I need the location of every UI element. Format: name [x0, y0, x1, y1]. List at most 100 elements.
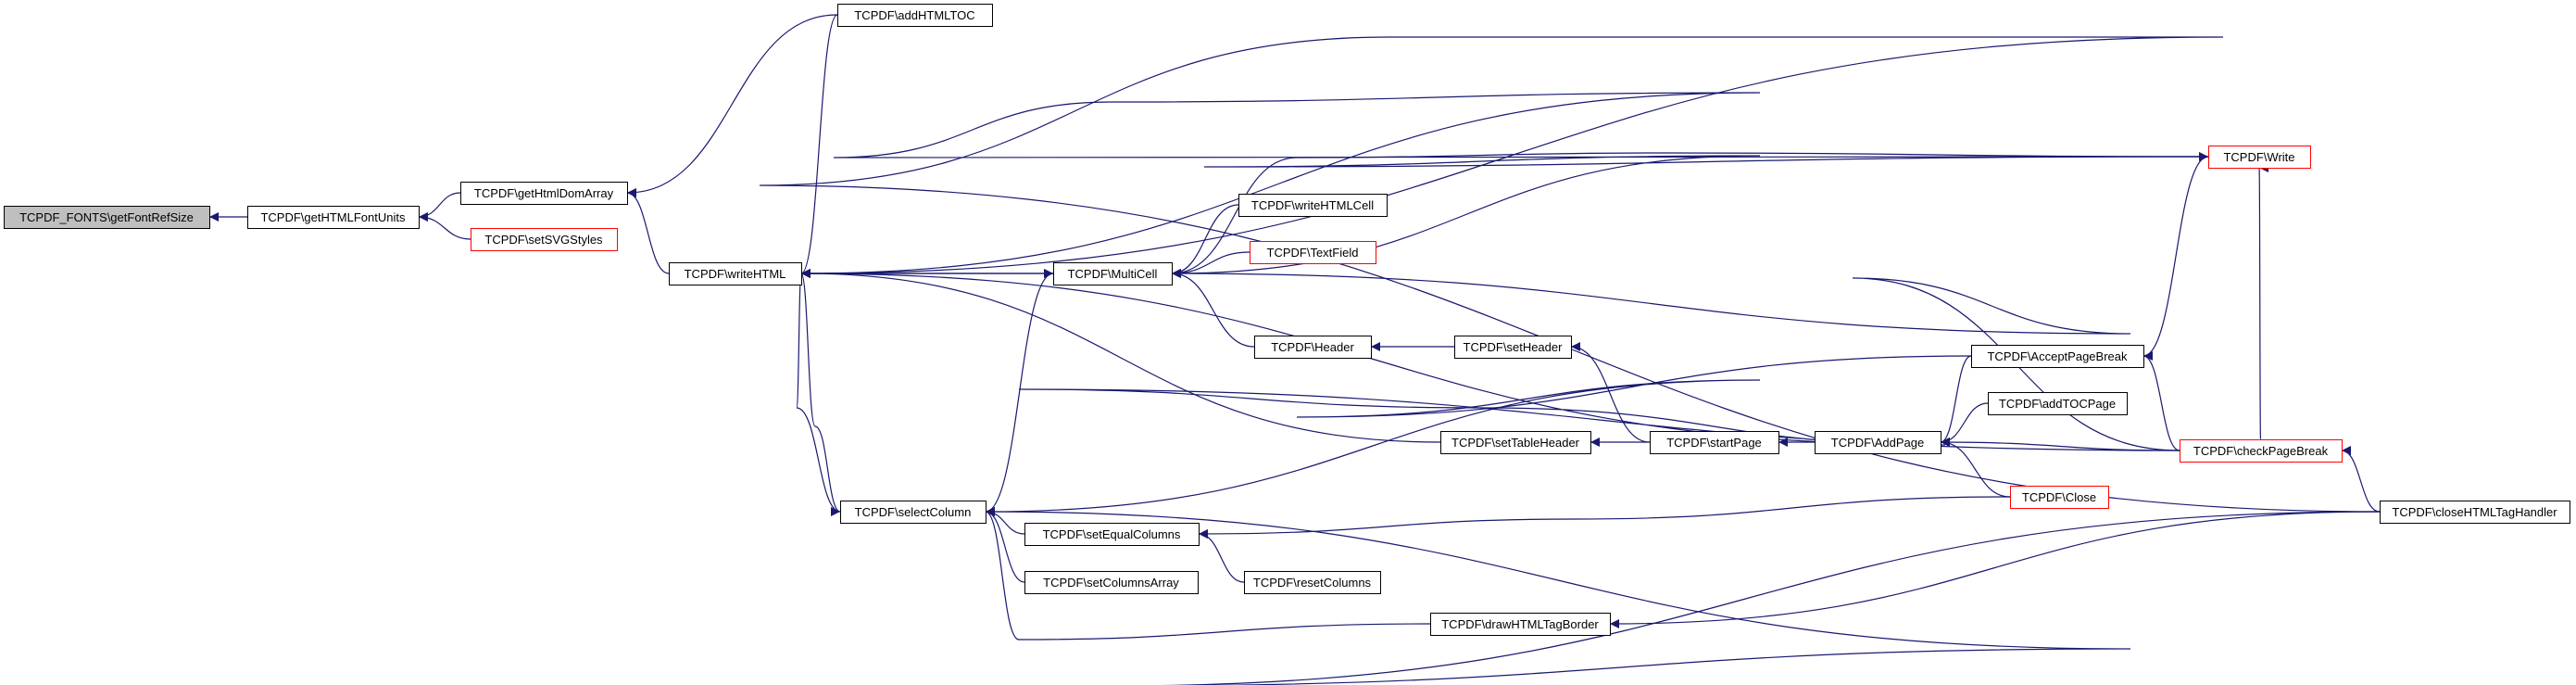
node-label: TCPDF\setTableHeader: [1451, 436, 1580, 450]
graph-node-add-page[interactable]: TCPDF\AddPage: [1815, 431, 1941, 454]
graph-node-header[interactable]: TCPDF\Header: [1254, 336, 1372, 359]
graph-node-select-column[interactable]: TCPDF\selectColumn: [840, 501, 986, 524]
call-edge: [2142, 351, 2180, 451]
call-edge: [985, 507, 2381, 685]
graph-node-text-field[interactable]: TCPDF\TextField: [1250, 241, 1376, 264]
call-edge: [418, 212, 471, 240]
call-edge: [418, 192, 461, 222]
node-label: TCPDF\addHTMLTOC: [854, 8, 974, 22]
edge-layer: [209, 14, 2381, 685]
graph-node-accept-page-break[interactable]: TCPDF\AcceptPageBreak: [1971, 345, 2144, 368]
node-box: [471, 228, 618, 251]
graph-node-draw-htmltag-border[interactable]: TCPDF\drawHTMLTagBorder: [1430, 613, 1611, 636]
graph-node-set-svgstyles[interactable]: TCPDF\setSVGStyles: [471, 228, 618, 251]
call-edge: [985, 355, 1972, 516]
node-box: [1440, 431, 1591, 454]
node-label: TCPDF\resetColumns: [1253, 576, 1372, 590]
call-edge: [800, 269, 1441, 443]
graph-node-check-page-break[interactable]: TCPDF\checkPageBreak: [2180, 439, 2343, 463]
graph-node-set-header[interactable]: TCPDF\setHeader: [1454, 336, 1572, 359]
node-label: TCPDF\Write: [2223, 150, 2294, 164]
call-edge: [2341, 446, 2381, 513]
call-edge: [2142, 152, 2209, 357]
call-edge: [800, 269, 841, 513]
call-edge: [1940, 438, 2011, 498]
node-box: [1971, 345, 2144, 368]
call-edge: [2258, 166, 2270, 440]
call-edge: [1940, 402, 1989, 447]
call-edge: [626, 14, 838, 197]
node-box: [1024, 571, 1199, 594]
call-edge: [800, 92, 2209, 278]
node-label: TCPDF\Header: [1271, 340, 1354, 354]
graph-node-close[interactable]: TCPDF\Close: [2010, 486, 2109, 509]
node-label: TCPDF\writeHTML: [685, 267, 786, 281]
node-box: [4, 206, 210, 229]
node-layer: TCPDF_FONTS\getFontRefSize TCPDF\getHTMLF…: [4, 4, 2570, 636]
graph-node-reset-columns[interactable]: TCPDF\resetColumns: [1244, 571, 1381, 594]
node-box: [2010, 486, 2109, 509]
node-label: TCPDF\getHtmlDomArray: [474, 186, 614, 200]
node-box: [1254, 336, 1372, 359]
call-edge: [1609, 511, 2381, 628]
call-edge: [985, 269, 1054, 513]
node-label: TCPDF\setHeader: [1464, 340, 1564, 354]
node-box: [669, 262, 802, 285]
node-box: [1430, 613, 1611, 636]
graph-node-add-tocpage[interactable]: TCPDF\addTOCPage: [1988, 392, 2128, 415]
call-edge: [1171, 155, 2209, 278]
call-edge: [759, 36, 2381, 513]
node-box: [2180, 439, 2343, 463]
graph-node-multi-cell[interactable]: TCPDF\MultiCell: [1053, 262, 1173, 285]
node-label: TCPDF\TextField: [1267, 246, 1359, 260]
graph-node-add-htmltoc[interactable]: TCPDF\addHTMLTOC: [837, 4, 993, 27]
node-label: TCPDF\AcceptPageBreak: [1987, 349, 2128, 363]
node-label: TCPDF\checkPageBreak: [2193, 444, 2329, 458]
call-edge: [1171, 204, 1239, 278]
graph-node-write[interactable]: TCPDF\Write: [2208, 146, 2311, 169]
node-label: TCPDF\setEqualColumns: [1043, 527, 1181, 541]
graph-node-set-equal-columns[interactable]: TCPDF\setEqualColumns: [1024, 523, 1200, 546]
node-label: TCPDF\getHTMLFontUnits: [260, 210, 406, 224]
graph-node-set-table-header[interactable]: TCPDF\setTableHeader: [1440, 431, 1591, 454]
call-edge: [800, 269, 2180, 451]
node-box: [1250, 241, 1376, 264]
call-edge: [1940, 438, 2180, 451]
graph-node-write-htmlcell[interactable]: TCPDF\writeHTMLCell: [1238, 194, 1388, 217]
node-box: [1454, 336, 1572, 359]
node-label: TCPDF\addTOCPage: [1999, 397, 2116, 411]
node-box: [460, 182, 628, 205]
call-edge: [1570, 342, 1651, 443]
node-box: [1238, 194, 1388, 217]
node-label: TCPDF\MultiCell: [1068, 267, 1158, 281]
node-label: TCPDF_FONTS\getFontRefSize: [19, 210, 194, 224]
call-edge: [800, 14, 838, 278]
graph-node-close-htmltag-handler[interactable]: TCPDF\closeHTMLTagHandler: [2380, 501, 2570, 524]
node-label: TCPDF\Close: [2022, 490, 2096, 504]
node-label: TCPDF\setSVGStyles: [484, 233, 603, 247]
node-box: [247, 206, 420, 229]
node-box: [840, 501, 986, 524]
call-edge: [1198, 529, 1245, 583]
graph-node-get-font-ref-size: TCPDF_FONTS\getFontRefSize: [4, 206, 210, 229]
node-label: TCPDF\writeHTMLCell: [1251, 198, 1374, 212]
graph-node-start-page[interactable]: TCPDF\startPage: [1650, 431, 1779, 454]
node-label: TCPDF\AddPage: [1831, 436, 1924, 450]
call-edge: [1171, 269, 1255, 348]
call-edge: [1198, 496, 2011, 539]
node-box: [1053, 262, 1173, 285]
graph-node-write-html[interactable]: TCPDF\writeHTML: [669, 262, 802, 285]
call-edge: [796, 273, 841, 516]
call-edge: [985, 507, 1025, 535]
call-edge: [1940, 355, 1972, 447]
node-box: [1244, 571, 1381, 594]
graph-node-get-html-dom-array[interactable]: TCPDF\getHtmlDomArray: [460, 182, 628, 205]
node-box: [2208, 146, 2311, 169]
call-edge: [626, 188, 670, 274]
graph-node-get-htmlfont-units[interactable]: TCPDF\getHTMLFontUnits: [247, 206, 420, 229]
graph-node-set-columns-array[interactable]: TCPDF\setColumnsArray: [1024, 571, 1199, 594]
node-label: TCPDF\startPage: [1666, 436, 1762, 450]
call-edge: [1171, 251, 1250, 278]
node-box: [1988, 392, 2128, 415]
